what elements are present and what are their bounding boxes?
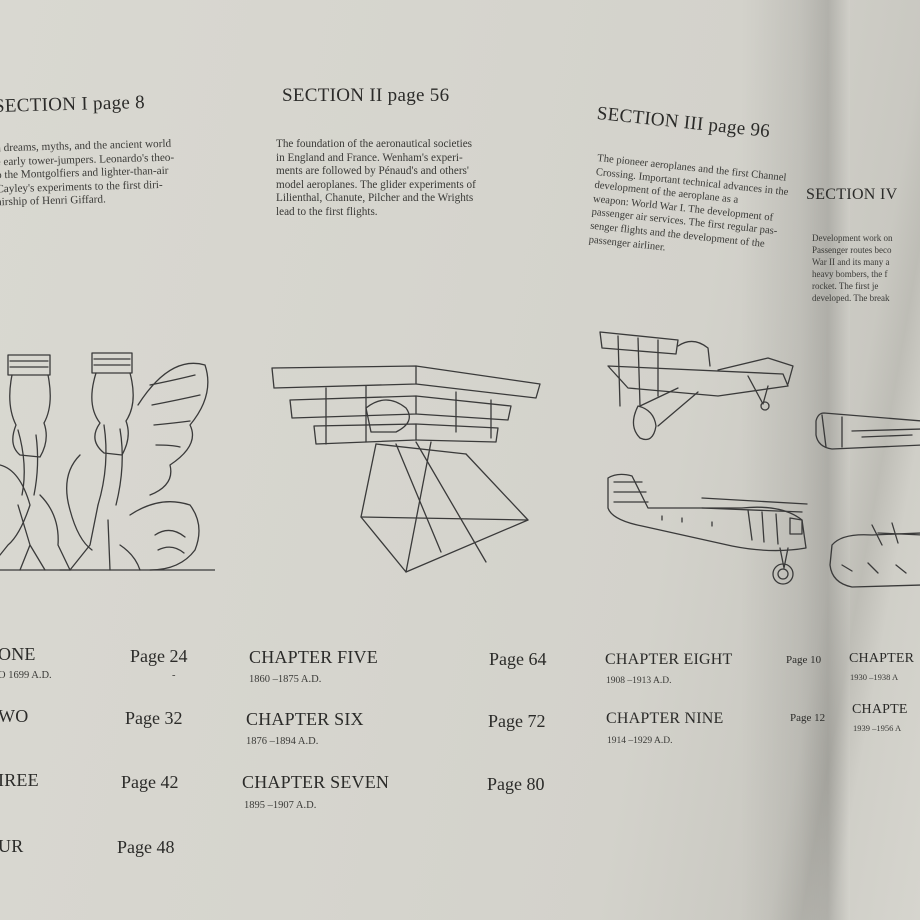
section-1-title: SECTION I page 8	[0, 92, 146, 117]
section-3-text: The pioneer aeroplanes and the first Cha…	[588, 152, 789, 254]
chapter-eight-page: Page 10	[786, 654, 822, 666]
chapter-six-page: Page 72	[488, 711, 546, 731]
chapter-five-page: Page 64	[489, 649, 547, 669]
chapter-four-title: UR	[0, 836, 24, 856]
book-spine-shadow	[740, 0, 850, 920]
chapter-one-title: ONE	[0, 644, 36, 664]
section-1-text: n dreams, myths, and the ancient world e…	[0, 137, 175, 209]
stray-dash-mark: -	[172, 670, 176, 681]
chapter-two-title: WO	[0, 706, 29, 726]
assyrian-winged-figures-illustration	[0, 352, 215, 571]
aircraft-sketches-illustration	[815, 412, 920, 588]
section-4-title: SECTION IV	[806, 186, 898, 203]
section-4-text: Development work on Passenger routes bec…	[812, 233, 893, 303]
chapter-seven-page: Page 80	[487, 774, 545, 794]
triplane-glider-illustration	[271, 365, 541, 573]
chapter-nine-date: 1914 –1929 A.D.	[607, 736, 673, 746]
chapter-six-title: CHAPTER SIX	[246, 709, 364, 729]
chapter-nine-title: CHAPTER NINE	[606, 710, 724, 727]
chapter-ten-title: CHAPTER	[849, 651, 915, 666]
chapter-three-title: IREE	[0, 770, 39, 790]
section-2-text: The foundation of the aeronautical socie…	[276, 138, 476, 218]
chapter-four-page: Page 48	[117, 837, 175, 857]
pioneer-monoplane-illustration	[599, 331, 794, 441]
chapter-one-page: Page 24	[130, 646, 188, 666]
chapter-five-title: CHAPTER FIVE	[249, 647, 378, 667]
chapter-seven-date: 1895 –1907 A.D.	[244, 800, 317, 811]
chapter-eight-title: CHAPTER EIGHT	[605, 651, 733, 668]
chapter-eleven-title: CHAPTE	[852, 702, 908, 717]
chapter-nine-page: Page 12	[790, 712, 826, 724]
chapter-eight-date: 1908 –1913 A.D.	[606, 676, 672, 686]
chapter-two-page: Page 32	[125, 708, 183, 728]
chapter-ten-date: 1930 –1938 A	[850, 672, 899, 682]
chapter-seven-title: CHAPTER SEVEN	[242, 772, 390, 792]
chapter-five-date: 1860 –1875 A.D.	[249, 674, 322, 685]
chapter-six-date: 1876 –1894 A.D.	[246, 736, 319, 747]
chapter-one-date: O 1699 A.D.	[0, 670, 52, 681]
chapter-three-page: Page 42	[121, 772, 179, 792]
chapter-eleven-date: 1939 –1956 A	[853, 723, 902, 733]
section-2-title: SECTION II page 56	[282, 85, 450, 106]
high-wing-airliner-illustration	[607, 473, 808, 585]
